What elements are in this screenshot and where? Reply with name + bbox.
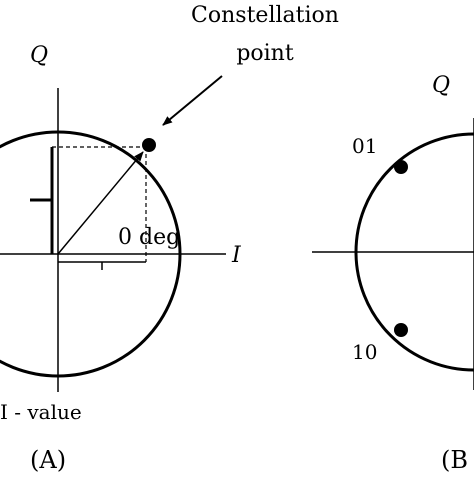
panel-a-constellation-point <box>142 138 156 152</box>
annotation-line-2: point <box>236 41 294 66</box>
panel-a-caption: (A) <box>30 446 66 474</box>
panel-a: Constellation point Q I 0 deg I - value … <box>0 3 339 474</box>
panel-a-annotation-arrow <box>162 75 223 126</box>
annotation-line-1: Constellation <box>191 3 339 28</box>
panel-b-point-lower-label: 10 <box>352 340 377 364</box>
panel-b-point-upper-label: 01 <box>352 134 377 158</box>
panel-a-i-value-label: I - value <box>0 400 82 424</box>
panel-b-caption: (B <box>441 446 468 474</box>
panel-b: Q 01 10 (B <box>312 73 474 474</box>
panel-a-angle-label: 0 deg <box>118 225 180 250</box>
panel-b-q-axis-label: Q <box>432 73 450 98</box>
panel-a-q-axis-label: Q <box>30 43 48 68</box>
panel-a-vector-arrow <box>57 151 144 255</box>
panel-a-i-axis-label: I <box>231 243 242 268</box>
panel-b-point-upper <box>394 160 408 174</box>
panel-b-point-lower <box>394 323 408 337</box>
